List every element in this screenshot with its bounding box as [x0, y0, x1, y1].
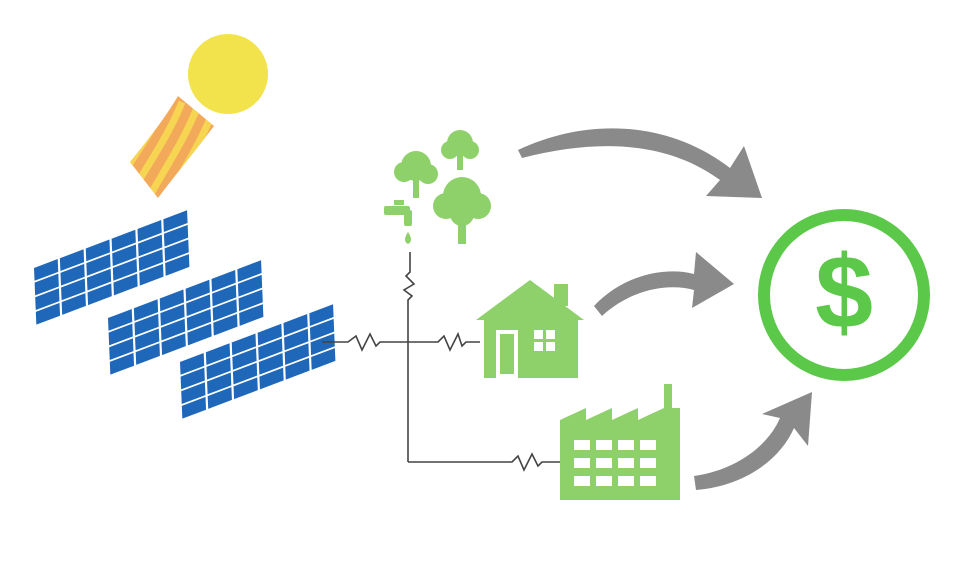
tree-icon-top: [441, 130, 479, 170]
solar-cell: [86, 268, 112, 291]
house-icon: [476, 280, 584, 378]
solar-cell: [284, 328, 309, 351]
solar-cell: [213, 313, 238, 336]
solar-cell: [134, 313, 159, 336]
tree-icon-small: [394, 151, 438, 198]
solar-cell: [87, 283, 112, 306]
solar-cell: [237, 260, 262, 282]
factory-icon: [560, 384, 680, 500]
solar-cell: [160, 304, 185, 326]
money-ring: [758, 209, 930, 381]
solar-cell: [160, 318, 186, 341]
solar-cell: [237, 274, 263, 297]
solar-cell: [211, 270, 236, 292]
solar-cell: [135, 343, 160, 365]
solar-cell: [35, 302, 61, 325]
solar-cell: [285, 357, 310, 380]
solar-cell: [138, 234, 163, 257]
solar-cell: [284, 343, 309, 365]
solar-cell: [34, 273, 59, 296]
solar-cell: [181, 382, 206, 405]
dollar-sign: $: [815, 235, 873, 351]
solar-cell: [165, 254, 190, 276]
solar-cell: [259, 367, 284, 390]
dollar-circle-icon: $: [758, 209, 930, 381]
solar-cell: [86, 254, 111, 276]
solar-cell: [113, 273, 138, 296]
solar-cell: [109, 352, 135, 375]
solar-cell: [112, 244, 137, 267]
solar-cell: [137, 220, 162, 242]
solar-cell: [207, 387, 232, 409]
water-tap-icon: [384, 200, 412, 244]
solar-cell: [185, 279, 210, 302]
solar-cell: [34, 259, 59, 281]
solar-panel: [104, 256, 267, 379]
solar-panel-icon: [30, 206, 339, 423]
solar-cell: [159, 289, 184, 312]
tree-icon-large: [433, 177, 491, 244]
solar-cell: [180, 367, 205, 390]
solar-cell: [310, 333, 335, 356]
solar-cell: [205, 343, 231, 366]
solar-cell: [309, 318, 335, 341]
solar-cell: [111, 229, 136, 252]
flow-arrows: [518, 128, 812, 490]
solar-cell: [233, 377, 258, 400]
solar-cell: [139, 263, 164, 286]
wire-to-factory: [408, 452, 560, 472]
solar-panel: [176, 300, 339, 423]
solar-cell: [164, 239, 189, 262]
solar-cell: [109, 338, 134, 361]
solar-cell: [186, 309, 212, 331]
solar-cell: [207, 372, 232, 395]
solar-cell: [133, 299, 159, 322]
solar-cell: [112, 259, 138, 281]
solar-cell: [180, 353, 205, 375]
solar-cell: [283, 314, 308, 336]
solar-panel: [30, 206, 193, 329]
solar-cell: [35, 288, 60, 311]
power-wires: [322, 252, 560, 472]
solar-cell: [135, 328, 160, 351]
solar-cell: [232, 362, 258, 385]
solar-cell: [309, 304, 334, 326]
solar-cell: [238, 289, 263, 312]
solar-cell: [187, 323, 212, 346]
solar-cell: [232, 348, 257, 370]
solar-cell: [239, 304, 264, 326]
solar-cell: [258, 353, 284, 375]
solar-cell: [59, 249, 85, 272]
solar-cell: [61, 293, 86, 315]
solar-cell: [163, 224, 189, 247]
solar-cell: [61, 278, 86, 301]
solar-cell: [257, 323, 282, 346]
wire-vertical-trunk: [402, 252, 416, 462]
solar-cell: [311, 348, 336, 370]
solar-cell: [60, 263, 85, 286]
solar-cell: [163, 210, 188, 232]
sun-disc: [188, 34, 268, 114]
solar-cell: [108, 323, 133, 346]
solar-cell: [212, 299, 237, 321]
trees-water-tap-icon: [384, 130, 491, 244]
solar-cell: [206, 357, 231, 380]
solar-cell: [85, 239, 110, 262]
solar-cell: [258, 338, 283, 361]
solar-cell: [231, 333, 256, 356]
wire-main-horizontal: [322, 331, 480, 352]
solar-cell: [138, 249, 163, 271]
arrow-home-to-money: [594, 252, 734, 316]
solar-cell: [161, 333, 186, 356]
solar-cell: [181, 396, 207, 419]
arrow-nature-to-money: [518, 128, 762, 198]
solar-cell: [186, 294, 211, 317]
solar-cell: [108, 309, 133, 331]
sun-icon: [130, 34, 268, 198]
arrow-industry-to-money: [694, 392, 812, 490]
solar-cell: [212, 284, 237, 307]
